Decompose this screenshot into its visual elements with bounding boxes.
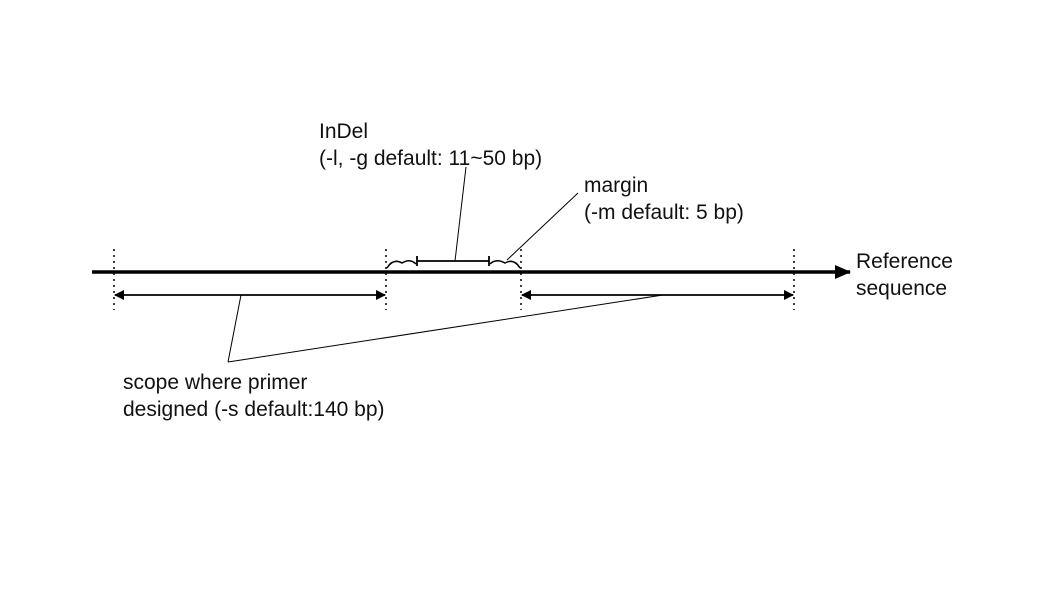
margin-label: margin (-m default: 5 bp) [584,172,744,226]
scope-label: scope where primer designed (-s default:… [123,369,385,423]
margin-brace-left [386,260,417,269]
margin-detail: (-m default: 5 bp) [584,201,744,224]
margin-title: margin [584,174,649,197]
reference-sequence-label: Reference sequence [856,248,953,302]
indel-label: InDel (-l, -g default: 11~50 bp) [319,118,542,172]
scope-line-1: scope where primer [123,371,308,394]
indel-title: InDel [319,120,369,143]
scope-callout-line-left [227,294,242,363]
reference-line-2: sequence [856,277,948,300]
scope-line-2: designed (-s default:140 bp) [123,398,385,421]
margin-callout-line [506,192,579,261]
indel-detail: (-l, -g default: 11~50 bp) [319,147,543,170]
scope-callout-line-right [227,294,664,363]
reference-line-1: Reference [856,250,953,273]
margin-brace-right [489,260,521,269]
indel-callout-line [454,166,467,262]
